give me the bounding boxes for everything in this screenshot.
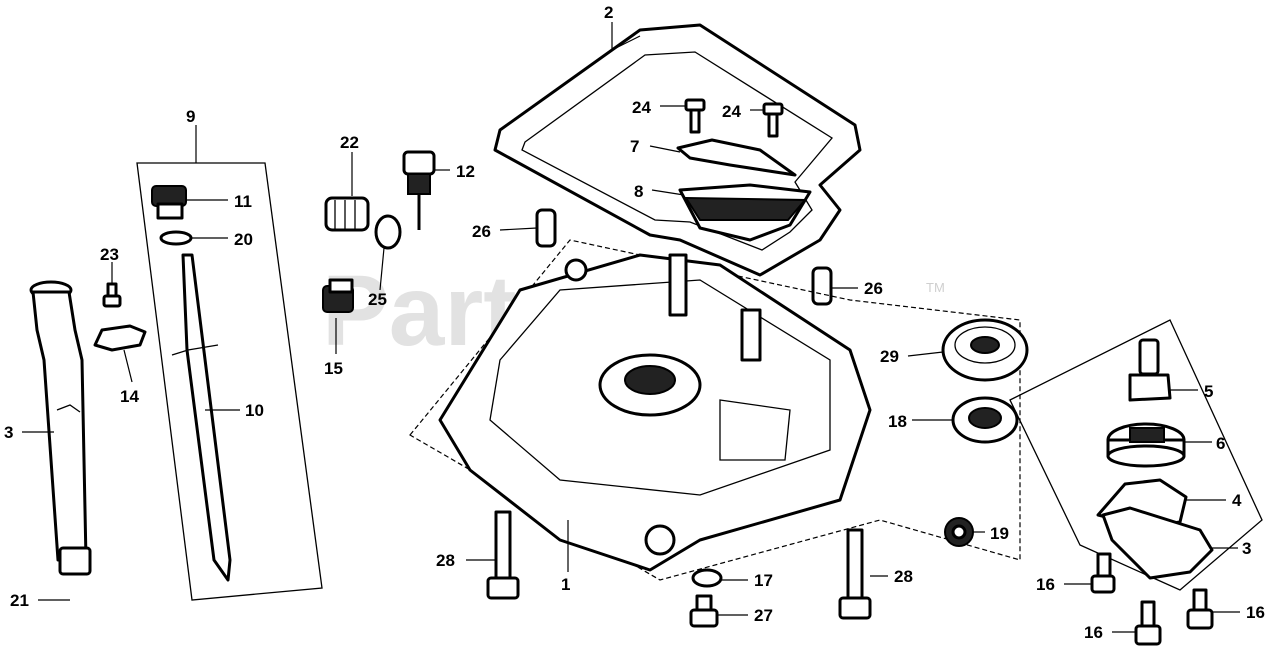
callout-19[interactable]: 19: [990, 524, 1009, 543]
flange-bolt-16-right[interactable]: [1186, 588, 1214, 630]
callout-10[interactable]: 10: [245, 401, 264, 420]
bearing-shell: [684, 196, 808, 221]
callout-3-right[interactable]: 3: [1242, 539, 1251, 558]
drain-plug[interactable]: [324, 196, 370, 232]
callout-23[interactable]: 23: [100, 245, 119, 264]
callout-28-right[interactable]: 28: [894, 567, 913, 586]
callout-21[interactable]: 21: [10, 591, 29, 610]
washer-17[interactable]: [691, 568, 723, 588]
callout-18[interactable]: 18: [888, 412, 907, 431]
leader-lines: [22, 22, 1240, 633]
callout-9[interactable]: 9: [186, 107, 195, 126]
bolt-24-right[interactable]: [762, 102, 784, 138]
callout-4[interactable]: 4: [1232, 491, 1242, 510]
bolt-27[interactable]: [689, 594, 719, 628]
callout-16-left[interactable]: 16: [1036, 575, 1055, 594]
callout-labels: 2 9 11 20 10 12 22 25 15 23 14 3 21 24 2…: [4, 3, 1265, 642]
callout-7[interactable]: 7: [630, 137, 639, 156]
callout-29[interactable]: 29: [880, 347, 899, 366]
dowel-pin-right[interactable]: [811, 266, 833, 306]
callout-12[interactable]: 12: [456, 162, 475, 181]
flange-bolt-16-bottom[interactable]: [1134, 600, 1162, 646]
callout-15[interactable]: 15: [324, 359, 343, 378]
oil-seal[interactable]: [944, 517, 974, 547]
callout-26-right[interactable]: 26: [864, 279, 883, 298]
oil-filler-tube[interactable]: [29, 280, 92, 576]
flange-bolt-16-left[interactable]: [1090, 552, 1116, 594]
callout-16-bottom[interactable]: 16: [1084, 623, 1103, 642]
ball-bearing-29[interactable]: [941, 318, 1029, 382]
dipstick-group-box: [136, 162, 323, 601]
callout-22[interactable]: 22: [340, 133, 359, 152]
oil-filler-cap[interactable]: [151, 185, 187, 220]
callout-24-left[interactable]: 24: [632, 98, 651, 117]
tube-clamp[interactable]: [93, 324, 147, 352]
callout-11[interactable]: 11: [234, 192, 252, 211]
callout-2[interactable]: 2: [604, 3, 613, 22]
pump-cover[interactable]: [1101, 506, 1214, 580]
callout-16-right[interactable]: 16: [1246, 603, 1265, 622]
callout-3-left[interactable]: 3: [4, 423, 13, 442]
flange-bolt-28-right[interactable]: [838, 528, 872, 620]
watermark-trademark: TM: [926, 280, 945, 295]
callout-24-right[interactable]: 24: [722, 102, 741, 121]
callout-5[interactable]: 5: [1204, 382, 1213, 401]
breather-plate[interactable]: [676, 138, 797, 177]
callout-25[interactable]: 25: [368, 290, 387, 309]
callout-8[interactable]: 8: [634, 182, 643, 201]
flange-bolt-28-left[interactable]: [486, 510, 520, 600]
pump-group-box: [1009, 319, 1263, 591]
bolt-24-left[interactable]: [684, 98, 706, 134]
drain-washer[interactable]: [374, 214, 402, 250]
dowel-pin-left[interactable]: [535, 208, 557, 248]
callout-26-left[interactable]: 26: [472, 222, 491, 241]
crankcase-cover[interactable]: [438, 253, 872, 572]
callout-20[interactable]: 20: [234, 230, 253, 249]
case-group-box: [409, 239, 1021, 581]
ball-bearing-18[interactable]: [951, 396, 1019, 444]
callout-27[interactable]: 27: [754, 606, 773, 625]
pump-shaft[interactable]: [1128, 338, 1172, 402]
o-ring[interactable]: [159, 230, 193, 246]
clamp-screw[interactable]: [102, 282, 122, 308]
oil-level-switch[interactable]: [402, 150, 436, 230]
callout-28-left[interactable]: 28: [436, 551, 455, 570]
pump-rotor[interactable]: [1106, 422, 1186, 468]
dipstick[interactable]: [171, 253, 232, 582]
callout-17[interactable]: 17: [754, 571, 773, 590]
callout-6[interactable]: 6: [1216, 434, 1225, 453]
callout-1[interactable]: 1: [561, 575, 570, 594]
sealing-plug[interactable]: [322, 278, 354, 313]
callout-14[interactable]: 14: [120, 387, 139, 406]
